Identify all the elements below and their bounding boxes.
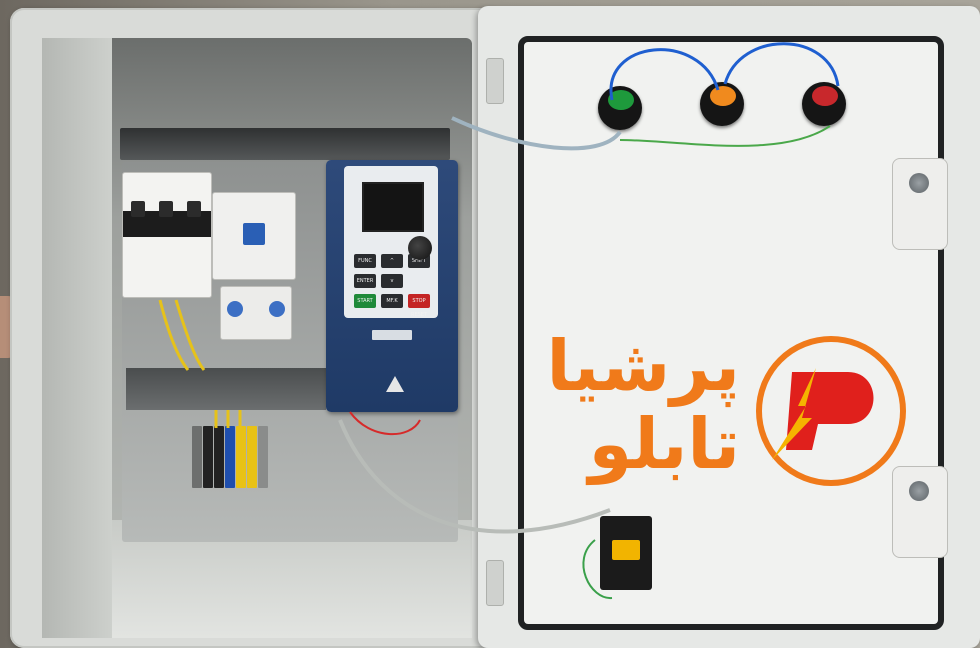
warning-icon <box>386 376 404 392</box>
vfd-button[interactable]: v <box>381 274 403 288</box>
terminal <box>203 426 213 488</box>
door-hinge <box>486 560 504 606</box>
vfd-knob[interactable] <box>408 236 432 260</box>
logo-ring <box>756 336 906 486</box>
lamp-cap <box>812 86 838 106</box>
indicator-lamp-green <box>598 86 642 130</box>
brand-logo <box>756 336 906 486</box>
vfd-start-button[interactable]: START <box>354 294 376 308</box>
logo-p-shape <box>786 372 874 450</box>
relay-dial <box>269 301 285 317</box>
vfd-logo <box>372 330 412 340</box>
indicator-lamp-red <box>802 82 846 126</box>
terminal <box>247 426 257 488</box>
breaker-handle <box>131 201 145 217</box>
vfd-button[interactable]: ^ <box>381 254 403 268</box>
vfd-stop-button[interactable]: STOP RESET <box>408 294 430 318</box>
terminal <box>214 426 224 488</box>
terminal <box>258 426 268 488</box>
terminal-blocks <box>192 426 268 488</box>
brand-name-line1: پرشیا <box>546 325 740 407</box>
push-button[interactable] <box>600 516 652 590</box>
latch-screw <box>909 481 929 501</box>
cable-duct <box>126 368 326 410</box>
latch-screw <box>909 173 929 193</box>
relay-dial <box>227 301 243 317</box>
door-latch[interactable] <box>892 466 948 558</box>
door-hinge <box>486 58 504 104</box>
vfd-button[interactable]: FUNC DATA <box>354 254 376 278</box>
indicator-lamp-orange <box>700 82 744 126</box>
contactor-indicator <box>243 223 265 245</box>
lamp-cap <box>710 86 736 106</box>
circuit-breaker <box>122 172 212 298</box>
din-rail-top <box>120 128 450 160</box>
vfd-button[interactable]: MF.K <box>381 294 403 308</box>
cavity-left-wall <box>42 38 112 638</box>
contactor <box>212 192 296 280</box>
brand-name-line2: تابلو <box>588 403 740 485</box>
breaker-handle <box>187 201 201 217</box>
terminal <box>192 426 202 488</box>
vfd-display <box>362 182 424 232</box>
terminal <box>225 426 235 488</box>
overload-relay <box>220 286 292 340</box>
vfd-button[interactable]: ENTER <box>354 274 376 288</box>
breaker-handle <box>159 201 173 217</box>
lamp-cap <box>608 90 634 110</box>
terminal <box>236 426 246 488</box>
push-button-face <box>612 540 640 560</box>
door-latch[interactable] <box>892 158 948 250</box>
